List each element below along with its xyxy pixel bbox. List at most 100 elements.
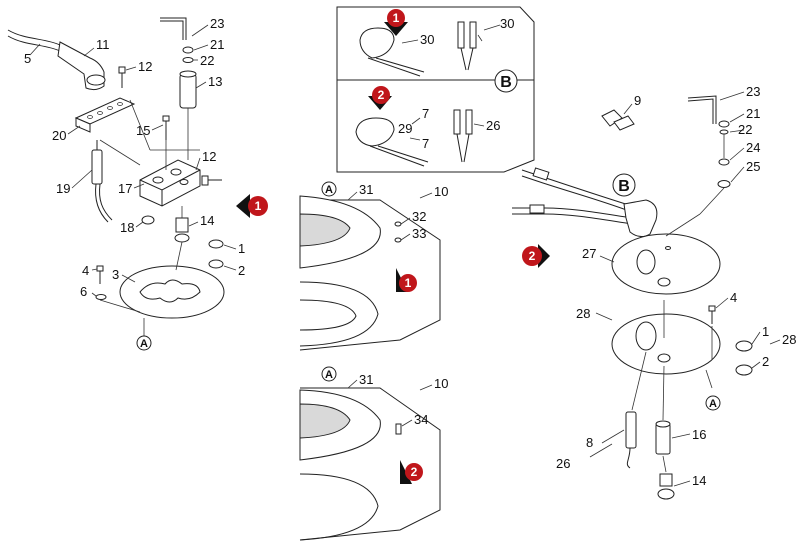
clip [613,115,635,131]
part-label: 2 [238,263,245,278]
housing-ring [299,473,379,541]
left-assembly: A [7,17,225,351]
fitting [175,217,189,233]
screw-head [96,265,104,272]
housing-disc-recess [299,403,351,439]
bracket-holes [87,102,123,119]
ring [735,340,753,352]
part-label: 16 [692,427,706,442]
connector-cap [359,27,395,59]
connector-lead [375,57,425,73]
marker-arrow [236,194,250,218]
part-label: 30 [420,32,434,47]
part-label: 34 [414,412,428,427]
electrode-wire [99,183,113,221]
fitting-base [657,488,675,500]
detail-panel-border [336,6,535,173]
callout-a [136,335,152,351]
housing-ring-inner [299,299,357,331]
callout-b-label: B [618,178,630,195]
electrode [91,149,103,185]
marker-two-label: 2 [378,88,385,102]
electrode-wire [626,447,631,469]
cable [521,175,633,213]
part-labels: 23 21 22 13 11 12 5 15 20 12 17 19 18 14… [24,16,796,488]
ring [208,239,224,249]
hex-key-edge [687,98,714,124]
connector-lead [367,57,421,77]
part-label: 28 [782,332,796,347]
plate-hole [657,353,671,363]
cover-plate [611,233,721,295]
callout-a-label: A [325,184,333,196]
part-label: 14 [692,473,706,488]
bracket-side [75,117,91,133]
callout-b [494,69,518,93]
screw-head [162,115,170,122]
electrode-wire [95,183,109,223]
part-label: 9 [634,93,641,108]
housing-ring [299,281,379,347]
housing-upper: A [299,181,441,351]
electrode [625,411,637,449]
gasket [208,259,224,269]
part-label: 31 [359,182,373,197]
part-label: 21 [746,106,760,121]
marker-two-label: 2 [411,465,418,479]
part-label: 7 [422,106,429,121]
part-label: 33 [412,226,426,241]
marker-one-label: 1 [405,276,412,290]
plug-leads [460,47,474,71]
marker-two [522,246,542,266]
callout-a-label: A [325,369,333,381]
screw-head [201,175,209,186]
plug-pin [457,21,465,49]
marker-one [248,196,268,216]
screw-hole [394,221,402,227]
marker-two-label: 2 [529,249,536,263]
hex-key [160,17,187,40]
block-hole [179,179,189,185]
washer [717,180,731,188]
part-label: 2 [762,354,769,369]
plate-hole [657,277,671,287]
callout-a [321,181,337,197]
part-label: 26 [556,456,570,471]
part-label: 24 [746,140,760,155]
part-label: 12 [202,149,216,164]
nut [182,46,194,54]
clip [601,109,623,127]
part-label: 21 [210,37,224,52]
part-label: 14 [200,213,214,228]
part-label: 28 [576,306,590,321]
cable [512,213,633,225]
assembly-lines [631,134,725,473]
housing-frame [299,387,441,541]
housing-frame [299,199,441,351]
plug-pin [453,109,461,135]
part-label: 4 [730,290,737,305]
sleeve [655,423,671,455]
part-label: 29 [398,121,412,136]
part-label: 10 [434,376,448,391]
fitting [659,473,673,487]
part-label: 10 [434,184,448,199]
part-label: 25 [746,159,760,174]
callout-a-label: A [709,398,717,410]
gasket [735,364,753,376]
part-label: 17 [118,181,132,196]
sleeve-top [179,70,197,78]
part-label: 31 [359,372,373,387]
washer [182,57,194,63]
screw-head [708,305,716,312]
part-label: 23 [210,16,224,31]
washer [95,294,107,300]
screw-head [118,66,126,74]
detail-panel: B [336,6,535,173]
part-label: 20 [52,128,66,143]
label-leaders [29,24,781,487]
block-hole [152,176,164,184]
plate-hole [665,246,671,250]
marker-one-label: 1 [255,199,262,213]
callout-b-label: B [500,74,512,91]
